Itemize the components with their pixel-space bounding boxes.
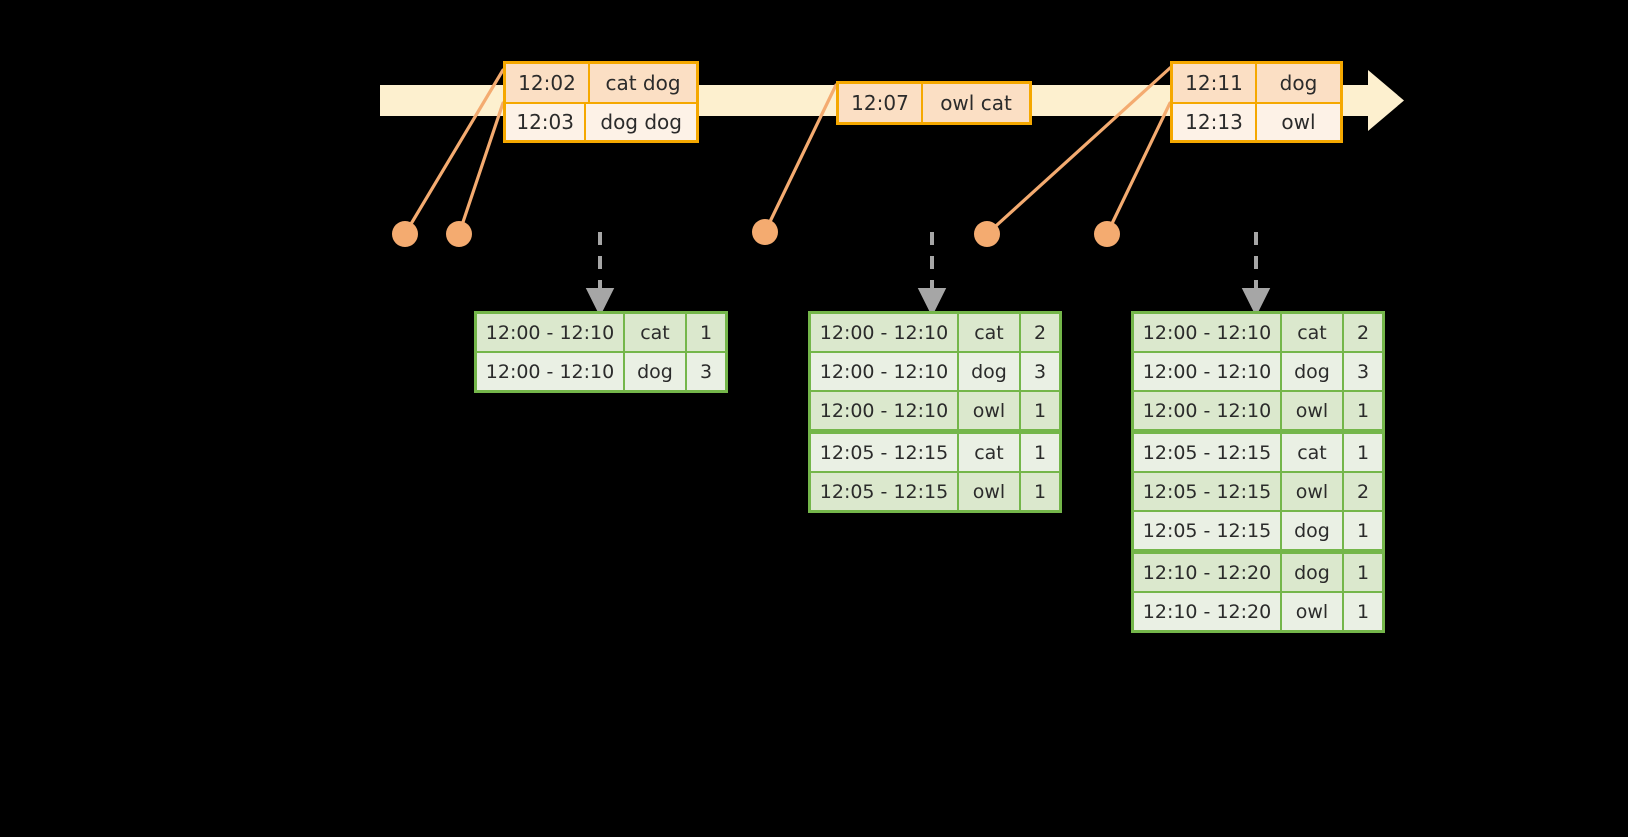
cell-count: 1 — [1021, 392, 1059, 429]
cell-window: 12:00 - 12:10 — [477, 353, 623, 390]
cell-count: 1 — [1021, 434, 1059, 471]
cell-count: 2 — [1344, 473, 1382, 510]
event-words: cat dog — [605, 71, 681, 95]
cell-count: 1 — [1344, 554, 1382, 591]
cell-window: 12:05 - 12:15 — [811, 434, 957, 471]
cell-count: 1 — [1344, 434, 1382, 471]
event-row[interactable]: 12:13 owl — [1173, 102, 1340, 140]
cell-count: 3 — [1021, 353, 1059, 390]
cell-count: 2 — [1344, 314, 1382, 351]
connector-12-13 — [1105, 101, 1172, 236]
event-words: owl — [1281, 110, 1316, 134]
dot-12-13 — [1094, 221, 1120, 247]
cell-window: 12:00 - 12:10 — [811, 392, 957, 429]
cell-word: owl — [1282, 473, 1342, 510]
cell-window: 12:05 - 12:15 — [1134, 473, 1280, 510]
event-time: 12:11 — [1173, 64, 1257, 102]
event-group-2[interactable]: 12:07 owl cat — [836, 81, 1032, 125]
connector-12-07 — [763, 83, 838, 234]
cell-count: 1 — [687, 314, 725, 351]
event-time: 12:02 — [506, 64, 590, 102]
cell-word: owl — [1282, 392, 1342, 429]
cell-word: dog — [625, 353, 685, 390]
cell-window: 12:05 - 12:15 — [1134, 434, 1280, 471]
cell-word: owl — [959, 473, 1019, 510]
dot-12-03 — [446, 221, 472, 247]
cell-word: dog — [1282, 554, 1342, 591]
cell-count: 3 — [687, 353, 725, 390]
cell-word: cat — [1282, 314, 1342, 351]
dot-12-11 — [974, 221, 1000, 247]
cell-window: 12:10 - 12:20 — [1134, 554, 1280, 591]
cell-count: 3 — [1344, 353, 1382, 390]
event-time: 12:13 — [1173, 104, 1257, 140]
emit-arrow-2-head — [917, 288, 947, 317]
connector-12-02 — [403, 68, 505, 236]
cell-word: cat — [959, 314, 1019, 351]
dot-12-02 — [392, 221, 418, 247]
event-row[interactable]: 12:07 owl cat — [839, 84, 1029, 122]
event-row[interactable]: 12:03 dog dog — [506, 102, 696, 140]
cell-window: 12:00 - 12:10 — [811, 314, 957, 351]
emit-arrows — [585, 232, 1271, 317]
cell-word: dog — [1282, 512, 1342, 549]
cell-count: 1 — [1344, 392, 1382, 429]
cell-word: cat — [959, 434, 1019, 471]
cell-window: 12:00 - 12:10 — [1134, 314, 1280, 351]
event-words: dog — [1279, 71, 1318, 95]
event-time: 12:03 — [506, 104, 587, 140]
connector-dots — [392, 219, 1120, 247]
cell-window: 12:00 - 12:10 — [1134, 353, 1280, 390]
cell-window: 12:05 - 12:15 — [1134, 512, 1280, 549]
cell-word: owl — [959, 392, 1019, 429]
emit-arrow-1-head — [585, 288, 615, 317]
cell-count: 2 — [1021, 314, 1059, 351]
event-words: dog dog — [600, 110, 682, 134]
cell-word: cat — [1282, 434, 1342, 471]
cell-word: dog — [959, 353, 1019, 390]
cell-window: 12:00 - 12:10 — [811, 353, 957, 390]
event-group-3[interactable]: 12:11 dog 12:13 owl — [1170, 61, 1343, 143]
cell-window: 12:10 - 12:20 — [1134, 593, 1280, 630]
cell-count: 1 — [1344, 512, 1382, 549]
cell-word: owl — [1282, 593, 1342, 630]
cell-window: 12:05 - 12:15 — [811, 473, 957, 510]
cell-window: 12:00 - 12:10 — [477, 314, 623, 351]
emit-arrow-3-head — [1241, 288, 1271, 317]
event-words: owl cat — [940, 91, 1012, 115]
event-time: 12:07 — [839, 84, 923, 122]
cell-word: cat — [625, 314, 685, 351]
cell-word: dog — [1282, 353, 1342, 390]
connector-12-03 — [457, 101, 505, 236]
cell-count: 1 — [1021, 473, 1059, 510]
event-group-1[interactable]: 12:02 cat dog 12:03 dog dog — [503, 61, 699, 143]
cell-window: 12:00 - 12:10 — [1134, 392, 1280, 429]
event-row[interactable]: 12:11 dog — [1173, 64, 1340, 102]
event-row[interactable]: 12:02 cat dog — [506, 64, 696, 102]
cell-count: 1 — [1344, 593, 1382, 630]
dot-12-07 — [752, 219, 778, 245]
